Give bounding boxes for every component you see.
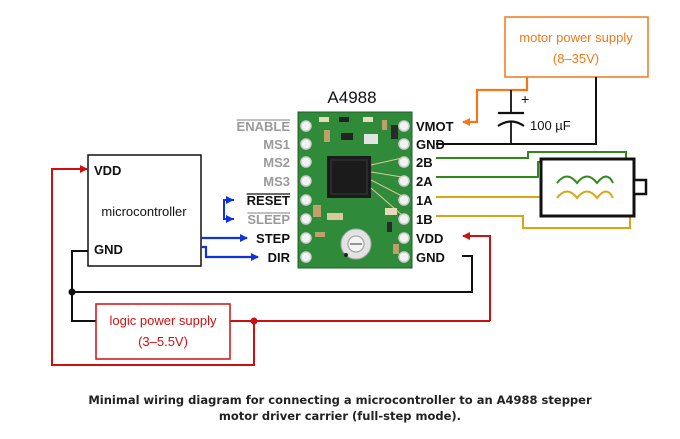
right-pin-labels: VMOT GND 2B 2A 1A 1B VDD GND	[416, 119, 454, 265]
driver-board	[297, 111, 413, 269]
stepper-motor	[539, 157, 648, 218]
right-pin-hole	[398, 138, 410, 150]
left-pin-hole	[300, 194, 312, 206]
right-pin-hole	[398, 156, 410, 168]
pin-label-vmot: VMOT	[416, 119, 454, 134]
capacitor: + 100 µF	[497, 90, 571, 144]
capacitor-value: 100 µF	[530, 118, 571, 133]
pin-label-gnd: GND	[416, 250, 445, 265]
right-pin-hole	[398, 120, 410, 132]
micro-gnd-label: GND	[94, 242, 123, 257]
left-pin-hole	[300, 120, 312, 132]
pin-label-reset: RESET	[247, 193, 290, 208]
motor-supply-ground-wire	[436, 77, 597, 145]
microcontroller: VDD microcontroller GND	[87, 154, 202, 267]
micro-name-label: microcontroller	[101, 204, 187, 219]
motor-supply-label: motor power supply	[519, 30, 633, 45]
right-pin-hole	[398, 232, 410, 244]
left-pin-hole	[300, 138, 312, 150]
logic-supply-label: logic power supply	[110, 313, 217, 328]
pin-label-2b: 2B	[416, 155, 433, 170]
pin-label-step: STEP	[256, 231, 290, 246]
dir-wire	[201, 245, 259, 261]
vmot-wire	[462, 77, 529, 126]
pin-label-sleep: SLEEP	[247, 212, 290, 227]
pin-label-ms3: MS3	[263, 174, 290, 189]
capacitor-plus: +	[521, 91, 529, 107]
pin-label-gnd: GND	[416, 137, 445, 152]
reset-sleep-jumper	[223, 199, 234, 220]
pin-label-dir: DIR	[268, 250, 291, 265]
ground-wire-micro	[71, 250, 473, 293]
caption-line-2: motor driver carrier (full-step mode).	[218, 409, 462, 423]
micro-vdd-label: VDD	[94, 163, 121, 178]
pin-label-1a: 1A	[416, 193, 433, 208]
logic-power-supply: logic power supply (3–5.5V)	[95, 303, 231, 360]
logic-supply-voltage: (3–5.5V)	[138, 334, 188, 349]
ground-wire-logic	[71, 292, 96, 322]
left-pin-hole	[300, 213, 312, 225]
caption-line-1: Minimal wiring diagram for connecting a …	[88, 393, 592, 407]
wire-1a	[436, 182, 557, 198]
logic-vdd-driver-wire	[462, 232, 491, 321]
driver-title: A4988	[327, 88, 376, 107]
pin-label-enable: ENABLE	[237, 119, 291, 134]
left-pin-hole	[300, 175, 312, 187]
figure-caption: Minimal wiring diagram for connecting a …	[0, 392, 680, 424]
left-pin-hole	[300, 251, 312, 263]
right-pin-hole	[398, 194, 410, 206]
driver-chip	[327, 156, 371, 198]
left-pin-hole	[300, 232, 312, 244]
logic-vdd-micro-wire	[51, 165, 255, 366]
pin-label-1b: 1B	[416, 212, 433, 227]
motor-power-supply: motor power supply (8–35V)	[504, 16, 649, 78]
right-pin-hole	[398, 213, 410, 225]
pin-label-2a: 2A	[416, 174, 433, 189]
motor-supply-voltage: (8–35V)	[553, 51, 599, 66]
right-pin-hole	[398, 251, 410, 263]
pin-label-vdd: VDD	[416, 231, 443, 246]
pin-label-ms1: MS1	[263, 137, 290, 152]
right-pin-hole	[398, 175, 410, 187]
left-pin-hole	[300, 156, 312, 168]
pin-label-ms2: MS2	[263, 155, 290, 170]
